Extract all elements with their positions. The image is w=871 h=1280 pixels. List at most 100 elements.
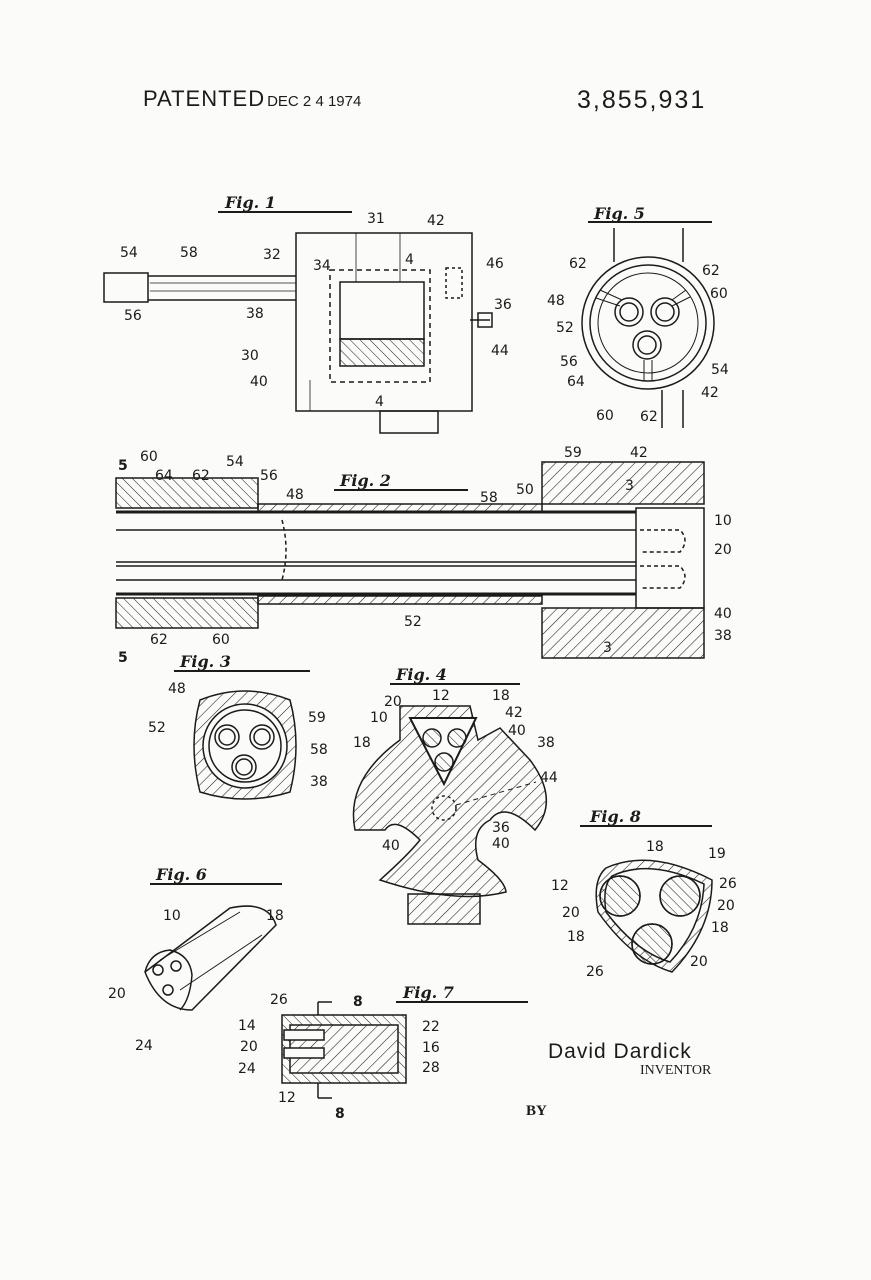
fig1-label-36: 36: [494, 297, 512, 313]
fig4-label-12: 12: [432, 688, 450, 704]
fig5-label-62-right: 62: [702, 263, 720, 279]
fig1-label-58: 58: [180, 245, 198, 261]
figure-8: Fig. 8 18 19 12 26 20 20 18 18 26 20: [551, 807, 737, 980]
fig5-label-60-bottom: 60: [596, 408, 614, 424]
fig2-label-40: 40: [714, 606, 732, 622]
fig4-label-40-left: 40: [382, 838, 400, 854]
figure-1: Fig. 1 31 42 32 54 58 46 34 4 36 38 30 4…: [103, 193, 512, 434]
fig2-label-20: 20: [714, 542, 732, 558]
fig4-label-18-left: 18: [353, 735, 371, 751]
fig6-label-20: 20: [108, 986, 126, 1002]
fig7-label-22: 22: [422, 1019, 440, 1035]
fig2-label-59: 59: [564, 445, 582, 461]
fig2-section-3-top: 3: [625, 478, 634, 494]
fig7-label-28: 28: [422, 1060, 440, 1076]
figure-3: Fig. 3 48 52 59 58 38: [148, 652, 328, 800]
fig3-label-38: 38: [310, 774, 328, 790]
fig4-label-38: 38: [537, 735, 555, 751]
fig4-label-44: 44: [540, 770, 558, 786]
fig4-label-42: 42: [505, 705, 523, 721]
fig7-section-8-bottom: 8: [335, 1106, 345, 1122]
fig1-label-56: 56: [124, 308, 142, 324]
fig1-label-31: 31: [367, 211, 385, 227]
figure-5: Fig. 5 62 62 48 60 52 56 54 64 42 60 62: [547, 204, 729, 428]
inventor-name: David Dardick: [548, 1040, 692, 1063]
fig8-label-26-right: 26: [719, 876, 737, 892]
fig2-section-3-bottom: 3: [603, 640, 612, 656]
fig8-label-20-bottom: 20: [690, 954, 708, 970]
fig7-label-12: 12: [278, 1090, 296, 1106]
fig7-label-26: 26: [270, 992, 288, 1008]
fig5-label-62-bottom: 62: [640, 409, 658, 425]
fig2-label-52: 52: [404, 614, 422, 630]
fig2-label-42: 42: [630, 445, 648, 461]
fig8-label-20-right: 20: [717, 898, 735, 914]
fig2-section-5-top: 5: [118, 458, 128, 474]
fig7-label-14: 14: [238, 1018, 256, 1034]
fig1-label-32: 32: [263, 247, 281, 263]
fig3-label-52: 52: [148, 720, 166, 736]
fig2-label-48: 48: [286, 487, 304, 503]
fig3-label-59: 59: [308, 710, 326, 726]
fig2-label-62-bottom: 62: [150, 632, 168, 648]
fig4-label-40-right: 40: [492, 836, 510, 852]
fig1-label-4-bottom: 4: [375, 394, 384, 410]
fig8-label-26-bottom: 26: [586, 964, 604, 980]
fig5-label-56: 56: [560, 354, 578, 370]
fig5-label-52: 52: [556, 320, 574, 336]
figure-2: Fig. 2 5 60 64 62 54 56 48 58 50 59 3 42: [115, 445, 732, 666]
fig6-label-24: 24: [135, 1038, 153, 1054]
patented-label: PATENTED: [143, 86, 266, 111]
fig2-label-60-top: 60: [140, 449, 158, 465]
fig5-label-48: 48: [547, 293, 565, 309]
figure-5-title: Fig. 5: [593, 204, 645, 223]
figure-7: Fig. 7 26 8 14 22 20 16 24 28 12 8: [238, 983, 528, 1122]
fig2-label-64: 64: [155, 468, 173, 484]
figure-8-title: Fig. 8: [589, 807, 641, 826]
fig4-label-18-top: 18: [492, 688, 510, 704]
fig5-label-54: 54: [711, 362, 729, 378]
fig1-label-4-top: 4: [405, 252, 414, 268]
figure-6-title: Fig. 6: [155, 865, 207, 884]
fig2-label-38: 38: [714, 628, 732, 644]
figure-1-title: Fig. 1: [224, 193, 276, 212]
fig6-label-18: 18: [266, 908, 284, 924]
fig8-label-18-right: 18: [711, 920, 729, 936]
inventor-role: INVENTOR: [640, 1063, 712, 1078]
fig2-label-54: 54: [226, 454, 244, 470]
fig8-label-18-top: 18: [646, 839, 664, 855]
patent-number: 3,855,931: [577, 86, 707, 114]
fig5-label-60-right: 60: [710, 286, 728, 302]
fig1-label-30: 30: [241, 348, 259, 364]
fig1-label-38: 38: [246, 306, 264, 322]
fig2-label-60-bottom: 60: [212, 632, 230, 648]
fig1-label-42: 42: [427, 213, 445, 229]
fig2-label-50: 50: [516, 482, 534, 498]
fig4-label-10: 10: [370, 710, 388, 726]
patent-date: DEC 2 4 1974: [267, 93, 362, 110]
fig2-section-5-bottom: 5: [118, 650, 128, 666]
fig4-label-36: 36: [492, 820, 510, 836]
figure-4-title: Fig. 4: [395, 665, 447, 684]
fig8-label-18-left: 18: [567, 929, 585, 945]
fig2-label-56: 56: [260, 468, 278, 484]
fig1-label-34: 34: [313, 258, 331, 274]
fig7-section-8-top: 8: [353, 994, 363, 1010]
fig8-label-20-left: 20: [562, 905, 580, 921]
figure-6: Fig. 6 10 18 20 24: [108, 865, 284, 1054]
fig4-label-20: 20: [384, 694, 402, 710]
figure-2-title: Fig. 2: [339, 471, 391, 490]
fig2-label-10: 10: [714, 513, 732, 529]
figure-4: Fig. 4 20 12 18 10 42 18 40 38 44 36 40 …: [352, 665, 558, 925]
fig7-label-20: 20: [240, 1039, 258, 1055]
fig1-label-44: 44: [491, 343, 509, 359]
fig8-label-12: 12: [551, 878, 569, 894]
fig7-label-24: 24: [238, 1061, 256, 1077]
fig1-label-40: 40: [250, 374, 268, 390]
figure-3-title: Fig. 3: [179, 652, 231, 671]
fig5-label-42: 42: [701, 385, 719, 401]
fig1-label-54: 54: [120, 245, 138, 261]
fig5-label-62-left: 62: [569, 256, 587, 272]
